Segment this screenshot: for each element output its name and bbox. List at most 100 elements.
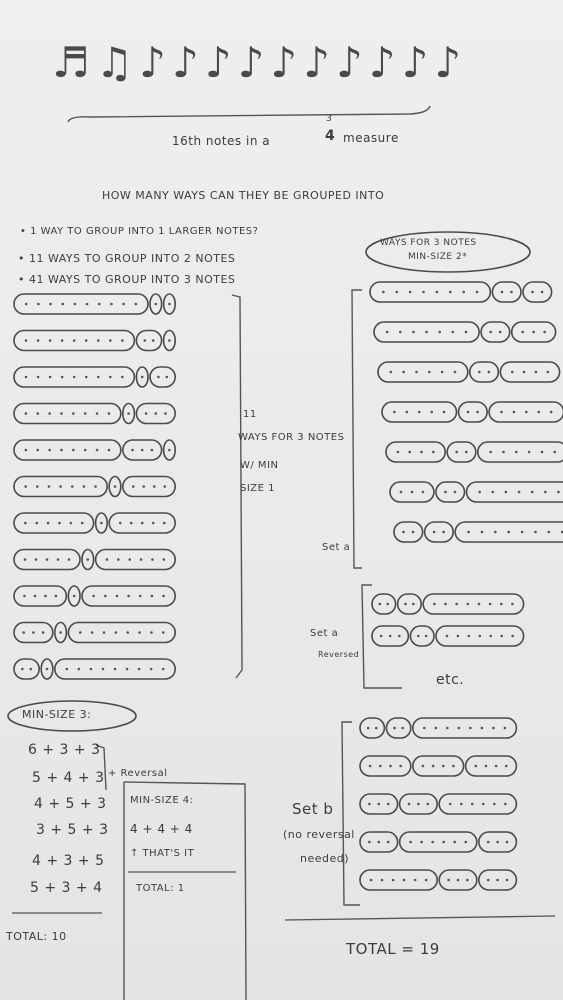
note-dot — [425, 330, 428, 334]
min3-header: MIN-SIZE 3: — [22, 708, 92, 721]
note-dot — [455, 602, 458, 606]
min3-row-5: 4 + 3 + 5 — [32, 853, 105, 869]
note-dot — [150, 448, 154, 452]
note-dot — [480, 530, 484, 534]
note-dot — [48, 375, 52, 379]
note-group — [13, 366, 136, 388]
note-dot — [553, 450, 557, 454]
note-dot — [95, 448, 99, 452]
note-dot — [36, 412, 40, 415]
note-dot — [438, 330, 441, 334]
note-dot — [388, 634, 392, 638]
note-group — [491, 281, 522, 303]
note-group — [122, 475, 177, 498]
note-dot — [22, 631, 26, 634]
note-dot — [377, 840, 381, 844]
note-dot — [531, 290, 534, 294]
note-dot — [544, 490, 547, 494]
note-dot — [404, 602, 407, 606]
note-dot — [86, 558, 90, 561]
note-dot — [90, 631, 94, 634]
note-dot — [430, 410, 433, 414]
note-dot — [432, 450, 435, 454]
note-dot — [489, 450, 492, 454]
note-dot — [475, 290, 479, 294]
note-dot — [36, 485, 39, 488]
note-dot — [494, 530, 497, 534]
note-dot — [379, 634, 383, 638]
note-dot — [92, 594, 95, 598]
note-dot — [380, 878, 384, 882]
note-dot — [412, 602, 415, 606]
min3-row-6: 5 + 3 + 4 — [30, 880, 103, 896]
note-dot — [421, 490, 425, 494]
total-right: TOTAL = 19 — [346, 940, 440, 958]
note-group — [371, 593, 397, 615]
note-dot — [530, 490, 534, 494]
note-dot — [410, 490, 414, 494]
note-dot — [415, 370, 418, 374]
note-dot — [149, 667, 153, 671]
note-dot — [510, 290, 513, 294]
right-bracket-a — [351, 289, 362, 569]
middle-line3: SIZE 1 — [240, 483, 276, 494]
note-dot — [377, 802, 381, 806]
note-dot — [29, 667, 33, 671]
note-group — [457, 401, 488, 423]
note-dot — [24, 412, 28, 415]
note-group — [149, 293, 163, 315]
note-dot — [478, 370, 481, 374]
note-group — [385, 441, 447, 463]
note-dot — [500, 410, 503, 414]
note-group — [359, 717, 386, 739]
middle-line2: W/ MIN — [240, 460, 279, 471]
note-dot — [113, 667, 117, 671]
note-dot — [78, 631, 82, 634]
note-group — [122, 402, 136, 425]
note-group — [411, 717, 518, 739]
note-dot — [525, 410, 528, 414]
note-dot — [486, 840, 490, 844]
note-group — [13, 402, 122, 425]
note-dot — [442, 410, 446, 414]
note-group — [377, 361, 469, 383]
note-dot — [368, 764, 372, 768]
note-group — [468, 361, 500, 383]
note-dot — [128, 558, 132, 561]
note-dot — [131, 448, 134, 452]
note-dot — [386, 602, 390, 606]
note-dot — [161, 667, 165, 671]
note-dot — [486, 878, 490, 882]
note-dot — [386, 802, 390, 806]
note-dot — [24, 448, 28, 452]
note-dot — [109, 339, 112, 342]
note-dot — [408, 290, 412, 294]
note-dot — [385, 330, 389, 334]
note-dot — [154, 302, 158, 306]
note-group — [464, 755, 518, 777]
note-group — [359, 755, 412, 777]
meter-bottom: 4 — [325, 128, 336, 144]
note-dot — [502, 450, 505, 454]
note-dot — [407, 802, 411, 806]
min4-total: TOTAL: 1 — [136, 883, 185, 894]
note-dot — [398, 634, 401, 638]
note-dot — [23, 558, 27, 561]
note-group — [81, 548, 95, 571]
note-dot — [411, 530, 415, 534]
note-dot — [391, 878, 395, 882]
note-dot — [389, 370, 393, 374]
note-dot — [118, 521, 122, 525]
note-dot — [546, 370, 550, 374]
note-group — [435, 481, 466, 503]
set-a-rev-label2: Reversed — [318, 650, 360, 659]
note-dot — [420, 840, 423, 844]
note-dot — [45, 558, 49, 561]
note-dot — [395, 290, 399, 294]
note-dot — [129, 521, 133, 525]
note-dot — [440, 370, 444, 374]
subtitle-text: 16th notes in a — [172, 134, 271, 148]
note-dot — [94, 485, 97, 488]
note-dot — [77, 667, 81, 671]
